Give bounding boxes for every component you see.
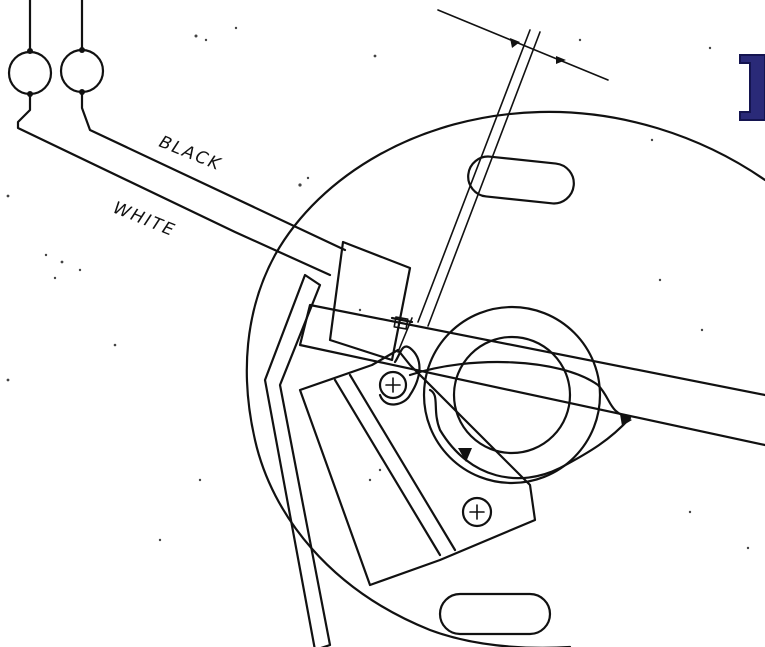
terminal-right — [59, 0, 105, 95]
lower-slot — [438, 592, 552, 636]
contact-breaker-body — [298, 348, 537, 587]
terminal-left — [7, 0, 53, 97]
black-wire — [80, 90, 347, 252]
spring-plate — [263, 273, 332, 647]
black-wire-label: BLACK — [156, 132, 224, 175]
rubbing-block-arm — [298, 303, 765, 447]
adjustment-screw — [461, 496, 493, 528]
gap-dimension — [417, 9, 609, 327]
white-wire — [16, 92, 332, 277]
upper-slot — [467, 155, 575, 205]
terminal-block — [328, 240, 412, 362]
return-spring — [408, 361, 632, 480]
white-wire-label: WHITE — [110, 198, 178, 241]
base-plate — [245, 110, 765, 647]
scan-noise — [6, 26, 750, 550]
publisher-logo — [739, 54, 765, 121]
cam-assembly — [422, 305, 602, 485]
pivot-screw — [378, 345, 421, 406]
